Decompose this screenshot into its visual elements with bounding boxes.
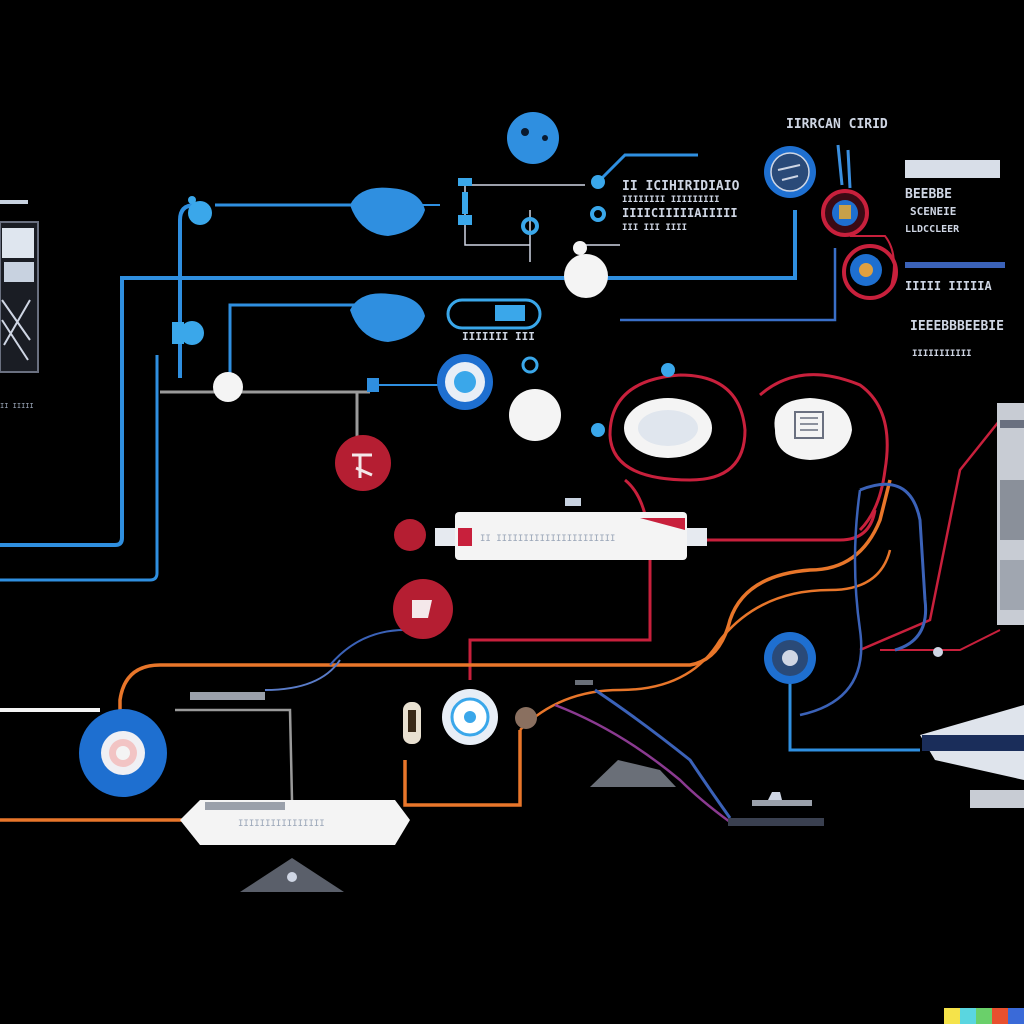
white-junction	[213, 372, 243, 402]
blue-drop-lower	[350, 293, 425, 342]
small-blue-ring	[521, 356, 539, 374]
gauge-white-bottom	[442, 689, 498, 745]
rounded-indicator	[446, 298, 542, 330]
red-wire-right-panel	[880, 629, 1001, 651]
blue-drop-upper	[350, 187, 425, 236]
blue-wire-lower-right	[788, 680, 920, 752]
small-valve-b	[590, 206, 606, 222]
svg-text:II IIIIIIIIIIIIIIIIIIIIII: II IIIIIIIIIIIIIIIIIIIIII	[480, 534, 615, 544]
small-valve-c	[591, 175, 605, 189]
red-valve-a	[335, 435, 391, 491]
red-wires	[468, 235, 1001, 680]
orange-loop-box	[403, 730, 522, 807]
pyramid-marker-left	[240, 858, 344, 892]
bar-left	[190, 692, 265, 700]
brown-valve	[515, 707, 537, 729]
svg-text:IIIIIIIIIII: IIIIIIIIIII	[912, 349, 972, 359]
red-loop-left	[608, 373, 747, 482]
corner-color-stripe	[944, 1008, 1024, 1024]
small-vertical-gauge	[403, 702, 421, 744]
valve-symbol-top	[458, 178, 472, 225]
red-valve-b	[394, 519, 426, 551]
svg-text:II ICIHIRIDIAIO: II ICIHIRIDIAIO	[622, 179, 740, 194]
pyramid-marker-mid	[590, 760, 676, 787]
gauge-blue-bottom-left	[79, 709, 167, 797]
blue-disc-top	[507, 112, 559, 164]
bottom-right-base	[728, 792, 824, 826]
red-feed-down	[468, 478, 652, 680]
red-link-tube	[705, 509, 877, 542]
gauge-blue-top-right	[764, 146, 816, 198]
left-edge-panel: II IIIII	[0, 200, 39, 410]
white-tank-oval	[624, 363, 712, 458]
svg-text:III III IIII: III III IIII	[622, 223, 687, 233]
gauge-blue-mid	[437, 354, 493, 410]
svg-text:LLDCCLEER: LLDCCLEER	[905, 224, 960, 235]
white-strip-left	[0, 708, 100, 712]
text-block-a: II ICIHIRIDIAIO IIIIIIII IIIIIIIII IIIIC…	[622, 179, 740, 233]
gray-bar-bottom	[575, 680, 593, 685]
white-disc-mid	[509, 389, 561, 441]
blue-wires	[0, 153, 920, 752]
blue-wire-outer-loop	[0, 355, 159, 582]
horizontal-tube: II IIIIIIIIIIIIIIIIIIIIII	[435, 498, 707, 560]
blue-coupler	[367, 378, 379, 392]
svg-text:IIIII IIIIIA: IIIII IIIIIA	[905, 279, 992, 293]
white-sensor-top	[564, 254, 608, 298]
svg-text:IIIICIIIIIAIIIII: IIIICIIIIIAIIIII	[622, 206, 738, 220]
navy-wires	[264, 482, 928, 824]
blue-wire-upper-left	[178, 203, 196, 378]
blue-valve-top-left	[188, 196, 212, 225]
svg-text:BEEBBE: BEEBBE	[905, 187, 952, 202]
left-panel-label: II IIIII	[0, 402, 34, 410]
red-valve-c	[393, 579, 453, 639]
blue-wire-right-feed	[620, 248, 837, 322]
blue-pump-left	[172, 321, 204, 345]
svg-text:SCENEIE: SCENEIE	[910, 205, 956, 218]
blue-wire-branch	[228, 303, 360, 380]
blue-wire-main-bus	[0, 210, 797, 547]
right-edge-cabinet	[997, 403, 1024, 625]
white-controller	[774, 398, 852, 460]
panel-right-text: BEEBBE SCENEIE LLDCCLEER IIIII IIIIIA IE…	[905, 160, 1005, 359]
orange-wires	[0, 479, 892, 822]
bottom-white-bar: IIIIIIIIIIIIIIII	[180, 800, 410, 845]
blue-wire-step	[598, 153, 698, 182]
small-valve-a	[521, 217, 539, 235]
thin-connectors	[464, 184, 620, 262]
mid-label: IIIIIII III	[462, 330, 535, 343]
svg-text:IIIIIIII IIIIIIIII: IIIIIIII IIIIIIIII	[622, 195, 720, 205]
orange-second	[519, 549, 892, 731]
red-loop-right	[759, 373, 889, 532]
right-edge-machine	[920, 705, 1024, 808]
gauge-blue-right	[764, 632, 816, 684]
svg-text:IEEEBBBEEBIE: IEEEBBBEEBIE	[910, 319, 1004, 334]
gauge-red-ring-lower	[842, 244, 898, 300]
red-wire-right-long	[859, 419, 1001, 652]
svg-text:IIIIIIIIIIIIIIII: IIIIIIIIIIIIIIII	[238, 819, 325, 829]
top-right-header: IIRRCAN CIRID	[786, 117, 888, 132]
gauge-red-ring	[821, 189, 869, 237]
orange-main	[118, 479, 892, 740]
